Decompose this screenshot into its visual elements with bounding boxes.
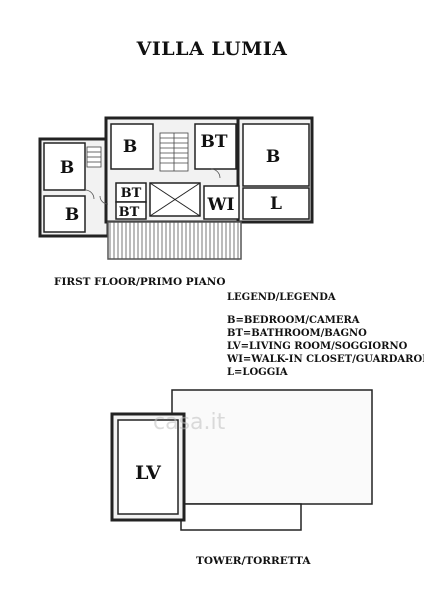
legend-item: BT=BATHROOM/BAGNO bbox=[227, 328, 367, 339]
first-floor-caption: FIRST FLOOR/PRIMO PIANO bbox=[54, 276, 226, 288]
legend: LEGEND/LEGENDA B=BEDROOM/CAMERA BT=BATHR… bbox=[227, 291, 424, 379]
room-label-b-center: B bbox=[123, 137, 137, 157]
room-label-bt-top: BT bbox=[200, 132, 227, 152]
legend-item: LV=LIVING ROOM/SOGGIORNO bbox=[227, 341, 408, 352]
balcony bbox=[107, 221, 242, 260]
legend-item: L=LOGGIA bbox=[227, 367, 288, 378]
plan-title: VILLA LUMIA bbox=[136, 38, 288, 60]
legend-item: B=BEDROOM/CAMERA bbox=[227, 315, 360, 326]
room-label-wi: WI bbox=[206, 195, 234, 215]
watermark-logo: casa.it bbox=[153, 410, 226, 435]
room-label-lv: LV bbox=[135, 462, 162, 484]
stairs bbox=[86, 132, 189, 172]
legend-item: WI=WALK-IN CLOSET/GUARDAROBA bbox=[227, 354, 424, 365]
room-label-bt-small-2: BT bbox=[119, 205, 140, 220]
room-label-b-left-top: B bbox=[60, 158, 74, 178]
tower-plan bbox=[110, 389, 373, 531]
tower-caption: TOWER/TORRETTA bbox=[196, 555, 311, 567]
roof-outline bbox=[171, 389, 373, 505]
room-label-b-left-bottom: B bbox=[65, 205, 79, 225]
room-label-b-right: B bbox=[266, 147, 280, 167]
room-label-l: L bbox=[270, 194, 282, 214]
room-label-bt-small-1: BT bbox=[121, 186, 142, 201]
first-floor-plan bbox=[38, 116, 314, 260]
legend-heading: LEGEND/LEGENDA bbox=[227, 292, 336, 303]
